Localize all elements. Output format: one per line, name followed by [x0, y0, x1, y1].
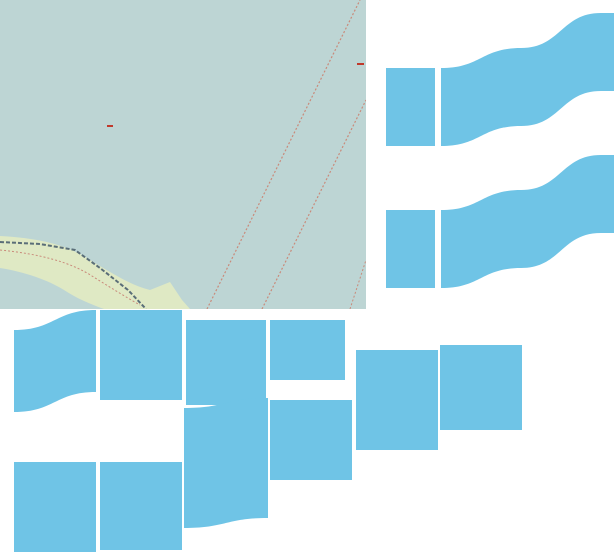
map-marker: [107, 125, 113, 127]
wave-tile: [356, 350, 438, 450]
wave-tile: [601, 13, 614, 91]
boundary-line-right: [261, 99, 366, 309]
wave-tile: [521, 13, 601, 126]
wave-tile: [14, 310, 96, 412]
wave-tile: [521, 155, 601, 268]
wave-tile: [441, 48, 521, 146]
map-marker: [357, 63, 364, 65]
wave-tile: [100, 310, 182, 400]
inner-channel: [0, 268, 104, 309]
wave-tile: [386, 210, 435, 288]
wave-tile: [270, 320, 345, 380]
wave-tile: [601, 155, 614, 233]
map-tile: [0, 0, 366, 309]
boundary-line-far: [349, 259, 366, 309]
shore-boundary: [0, 249, 141, 306]
wave-tile: [186, 320, 266, 405]
wave-tile: [270, 400, 352, 480]
wave-tile: [14, 462, 96, 552]
wave-tile: [441, 190, 521, 288]
wave-tile: [184, 398, 268, 528]
wave-tile: [440, 345, 522, 430]
wave-tile: [386, 68, 435, 146]
map-svg: [0, 0, 366, 309]
boundary-line-left: [206, 0, 361, 309]
road-line: [0, 241, 147, 309]
wave-tile: [100, 462, 182, 550]
